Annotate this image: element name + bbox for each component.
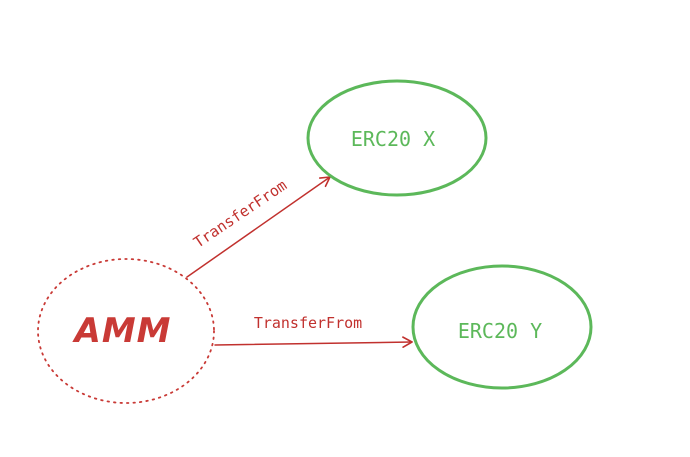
edge-label-transferfrom-y: TransferFrom [254,314,362,332]
node-amm: AMM [37,258,215,404]
arrow-amm-to-erc20-x [186,176,331,278]
amm-label: AMM [72,311,172,351]
amm-circle [37,258,215,404]
erc20-y-label: ERC20 Y [458,319,542,343]
node-erc20-y: ERC20 Y [411,264,593,390]
arrow-amm-to-erc20-y [214,336,413,348]
erc20-y-circle [411,264,593,390]
edge-amm-to-erc20-y: TransferFrom [214,314,413,348]
edge-amm-to-erc20-x: TransferFrom [186,176,331,278]
node-erc20-x: ERC20 X [306,79,488,197]
erc20-x-label: ERC20 X [351,127,435,151]
erc20-x-circle [306,79,488,197]
